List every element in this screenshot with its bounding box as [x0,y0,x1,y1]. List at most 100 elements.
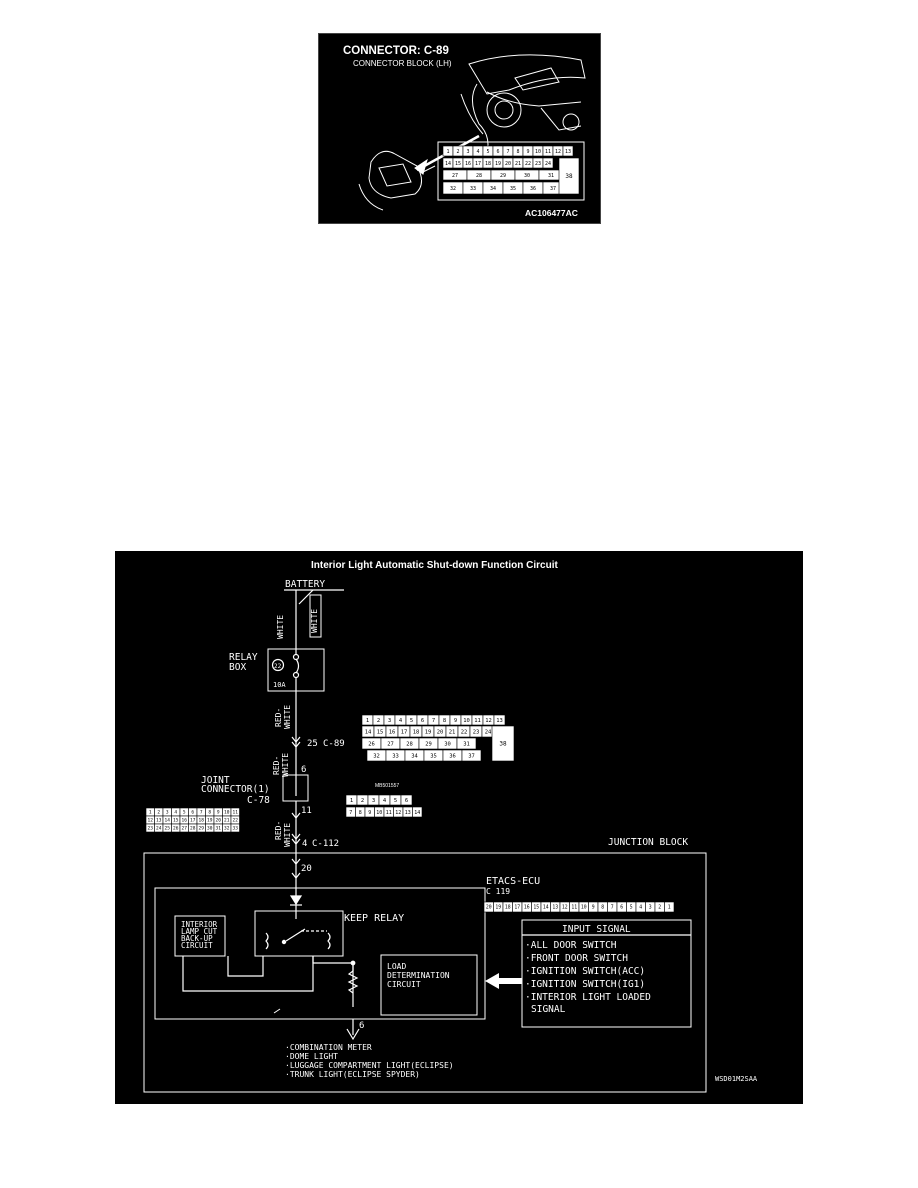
c89-grid-pin-label: 7 [432,718,435,724]
c119-pin-label: 12 [562,905,568,911]
c89-pin-label: 20 [505,161,511,167]
c112-pin-label: 5 [394,798,397,804]
c112-pin-label: 6 [405,798,408,804]
c78-pin-label: 18 [199,818,205,824]
pin-6-output: 6 [359,1021,364,1031]
c112-pin-label: 9 [368,810,371,816]
c89-pin-label: 9 [526,149,529,155]
c89-grid-pin-cell [461,749,482,762]
c89-grid-pin-label: 22 [461,729,468,735]
c119-pin-label: 11 [571,905,577,911]
c119-pin-label: 15 [533,905,539,911]
c78-pin-label: 28 [190,826,196,832]
c112-pin-label: 11 [386,810,392,816]
c89-grid-pin-label: 26 [368,741,375,747]
c89-pin-label: 29 [500,173,506,179]
input-signal-5b: SIGNAL [531,1004,566,1015]
battery-label: BATTERY [285,579,325,590]
c112-pin-label: 8 [359,810,362,816]
conn-c78-label: C-78 [247,795,270,806]
c78-pin-label: 2 [157,810,160,816]
input-signal-3: ·IGNITION SWITCH(ACC) [525,966,645,977]
c119-pin-cell [664,901,675,913]
c119-pin-label: 19 [495,905,501,911]
c89-pin-label: 38 [565,173,573,180]
c119-pin-label: 8 [601,905,604,911]
c78-pin-label: 20 [216,818,222,824]
c78-pin-label: 25 [165,826,171,832]
c89-pin-label: 13 [565,149,571,155]
c112-pin-label: 14 [414,810,420,816]
c89-pin-label: 34 [490,186,496,192]
keep-relay-label: KEEP RELAY [344,913,404,924]
c89-grid-pin-label: 27 [387,741,394,747]
fuse-number: 22 [274,663,282,670]
pin-4: 4 [302,839,307,849]
relay-box-label-1: RELAY [229,652,258,663]
c89-grid-pin-label: 30 [444,741,451,747]
c78-pin-label: 3 [166,810,169,816]
c89-grid-pin-cell [493,714,506,726]
c78-pin-label: 29 [199,826,205,832]
input-signal-5: ·INTERIOR LIGHT LOADED [525,992,651,1003]
c78-pin-label: 5 [183,810,186,816]
conn-c89-label: C-89 [323,739,345,749]
c119-pin-label: 2 [658,905,661,911]
c89-pin-label: 30 [524,173,530,179]
c119-pin-label: 5 [630,905,633,911]
c119-pin-label: 3 [649,905,652,911]
c119-pin-label: 10 [581,905,587,911]
relay-box-label-2: BOX [229,662,246,673]
c78-pin-label: 24 [156,826,162,832]
c78-pin-label: 21 [224,818,230,824]
pin-11: 11 [301,806,312,816]
interior-lamp-label-3: BACK-UP [181,934,213,943]
c112-pin-label: 2 [361,798,364,804]
c89-pin-label: 24 [545,161,551,167]
c89-pin-label: 23 [535,161,541,167]
c89-grid-pin-label: 31 [463,741,470,747]
input-arrow-icon [485,973,522,989]
dashboard-sketch [358,54,586,211]
wire-red-label-1b: WHITE [283,705,292,729]
c89-pin-cell [558,157,580,195]
c78-pin-label: 23 [148,826,154,832]
c119-pin-label: 1 [668,905,671,911]
input-signal-2: ·FRONT DOOR SWITCH [525,953,628,964]
c119-pin-label: 20 [486,905,492,911]
c89-pin-label: 16 [465,161,471,167]
c78-pin-label: 16 [182,818,188,824]
input-signal-title: INPUT SIGNAL [562,924,631,935]
c89-grid-pin-label: 11 [474,718,481,724]
c89-pin-label: 12 [555,149,561,155]
c89-grid-pin-label: 6 [421,718,424,724]
c89-grid-pin-label: 23 [473,729,480,735]
load-det-label-3: CIRCUIT [387,980,421,989]
c78-pin-label: 26 [173,826,179,832]
load-det-label-2: DETERMINATION [387,971,450,980]
pin-6-top: 6 [301,765,306,775]
c112-pin-label: 10 [376,810,382,816]
c89-grid-pin-label: 19 [425,729,432,735]
c119-pin-label: 16 [524,905,530,911]
c78-pin-label: 33 [233,826,239,832]
output-2: ·DOME LIGHT [285,1052,338,1061]
c89-grid-pin-label: 1 [366,718,369,724]
c119-pin-label: 6 [620,905,623,911]
c89-grid-pin-cell [491,725,515,762]
c112-pin-label: 12 [395,810,401,816]
c89-pin-label: 6 [496,149,499,155]
c89-grid-pin-label: 8 [443,718,446,724]
c89-pin-label: 8 [516,149,519,155]
c89-pin-label: 19 [495,161,501,167]
output-3: ·LUGGAGE COMPARTMENT LIGHT(ECLIPSE) [285,1061,454,1070]
c89-pin-label: 17 [475,161,481,167]
wire-red-label-1a: RED- [274,708,283,727]
c89-grid-pin-label: 24 [485,729,492,735]
c89-grid-pin-label: 32 [373,753,380,759]
interior-lamp-label-1: INTERIOR [181,920,218,929]
